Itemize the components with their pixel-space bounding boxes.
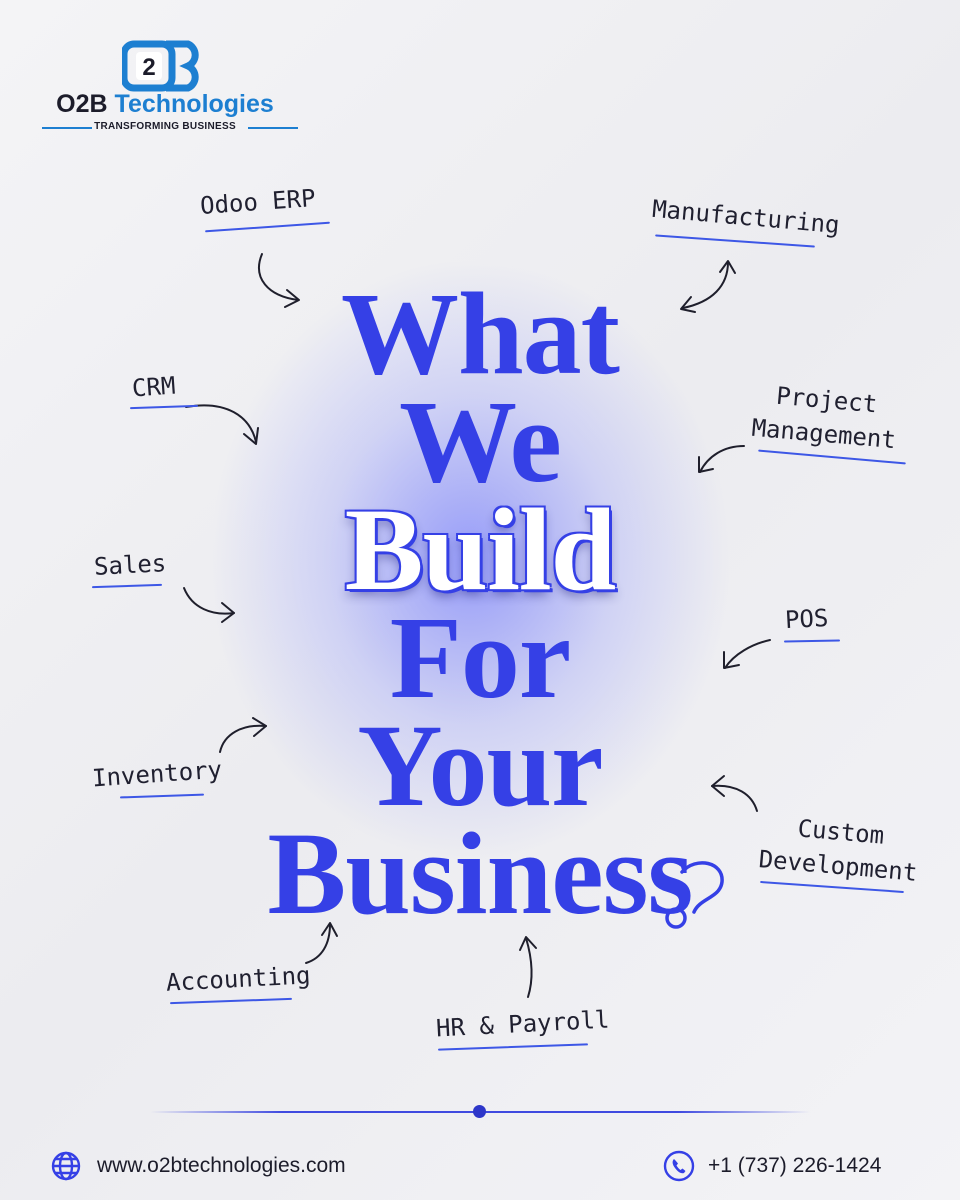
service-project-management: Project Management xyxy=(750,377,900,457)
arrow-pos xyxy=(724,639,771,669)
headline-line-what: What xyxy=(341,268,620,399)
website-link[interactable]: www.o2btechnologies.com xyxy=(97,1154,346,1177)
arrow-manufacturing xyxy=(682,261,729,309)
company-logo: 2 O2B Technologies TRANSFORMING BUSINESS xyxy=(30,40,300,135)
arrow-sales xyxy=(183,587,235,615)
service-custom-line1: Custom xyxy=(796,814,886,850)
phone-icon xyxy=(663,1150,695,1182)
arrow-custom-development xyxy=(711,784,758,812)
arrow-inventory xyxy=(219,724,267,753)
arrow-project-management xyxy=(699,445,745,473)
logo-mark-text: 2 xyxy=(142,54,155,81)
company-name-part2: Technologies xyxy=(114,90,274,118)
company-name: O2B Technologies xyxy=(30,90,300,119)
headline-line-we: We xyxy=(399,376,562,507)
main-headline: What We Build For Your Business xyxy=(0,268,960,939)
company-name-part1: O2B xyxy=(56,90,108,118)
company-tagline: TRANSFORMING BUSINESS xyxy=(30,121,300,132)
service-crm: CRM xyxy=(131,371,177,403)
arrow-odoo-erp xyxy=(258,253,299,301)
arrow-hr-payroll xyxy=(525,937,533,998)
headline-line-business: Business xyxy=(267,808,694,939)
headline-line-build: Build xyxy=(344,484,617,615)
question-mark-icon xyxy=(665,861,724,929)
service-project-line1: Project xyxy=(775,381,879,419)
o2b-logo-mark: 2 xyxy=(122,40,199,92)
headline-line-your: Your xyxy=(357,700,603,831)
globe-icon xyxy=(51,1151,81,1181)
service-pos: POS xyxy=(784,603,830,635)
service-sales: Sales xyxy=(93,549,167,581)
service-custom-development: Custom Development xyxy=(757,808,921,890)
arrow-accounting xyxy=(305,923,331,964)
footer-divider-dot xyxy=(473,1105,486,1118)
phone-number[interactable]: +1 (737) 226-1424 xyxy=(708,1154,882,1177)
headline-line-for: For xyxy=(389,592,571,723)
